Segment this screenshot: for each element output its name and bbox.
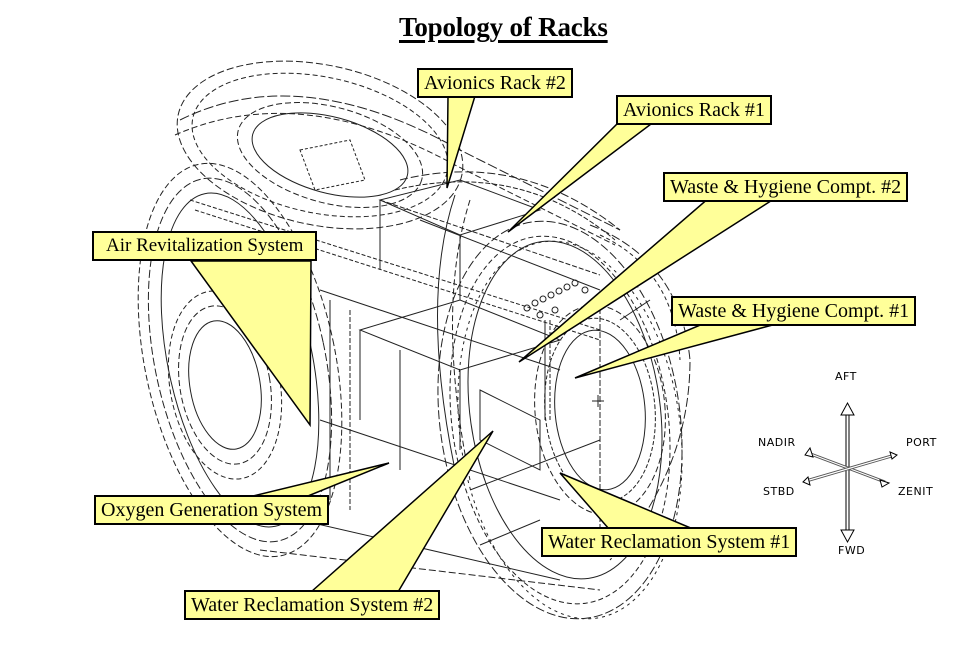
compass-label-stbd: STBD [763,485,795,498]
compass-label-nadir: NADIR [758,436,796,449]
cylinder-body [174,95,621,591]
nadir-zenit-arrow [804,446,891,488]
page-title: Topology of Racks [399,12,608,42]
compass-label-aft: AFT [835,370,857,383]
callout-air-revitalization: Air Revitalization System [92,231,318,261]
middle-ring [394,171,621,481]
pointer-water-reclamation-2 [309,430,494,593]
callout-water-reclamation-2: Water Reclamation System #2 [184,590,441,620]
rack-boxes [358,179,562,471]
callout-avionics-rack-2: Avionics Rack #2 [417,68,573,98]
pointer-oxygen-generation [252,462,390,497]
callout-avionics-rack-1: Avionics Rack #1 [616,95,772,125]
pointer-waste-hygiene-2 [518,196,780,363]
forward-end-cap [437,220,683,620]
callout-oxygen-generation: Oxygen Generation System [94,495,330,525]
pointer-water-reclamation-1 [559,472,694,530]
pointer-waste-hygiene-1 [574,322,781,379]
callout-water-reclamation-1: Water Reclamation System #1 [541,527,798,557]
aft-fwd-arrow [840,401,855,544]
pointer-avionics-rack-2 [446,95,477,189]
pointer-air-revitalization [189,260,312,428]
callout-waste-hygiene-2: Waste & Hygiene Compt. #2 [663,172,909,202]
compass-label-port: PORT [906,436,937,449]
callout-waste-hygiene-1: Waste & Hygiene Compt. #1 [671,296,917,326]
pointer-avionics-rack-1 [507,120,658,233]
compass-label-fwd: FWD [838,544,866,557]
compass-label-zenit: ZENIT [898,485,934,498]
stbd-port-arrow [802,451,898,486]
